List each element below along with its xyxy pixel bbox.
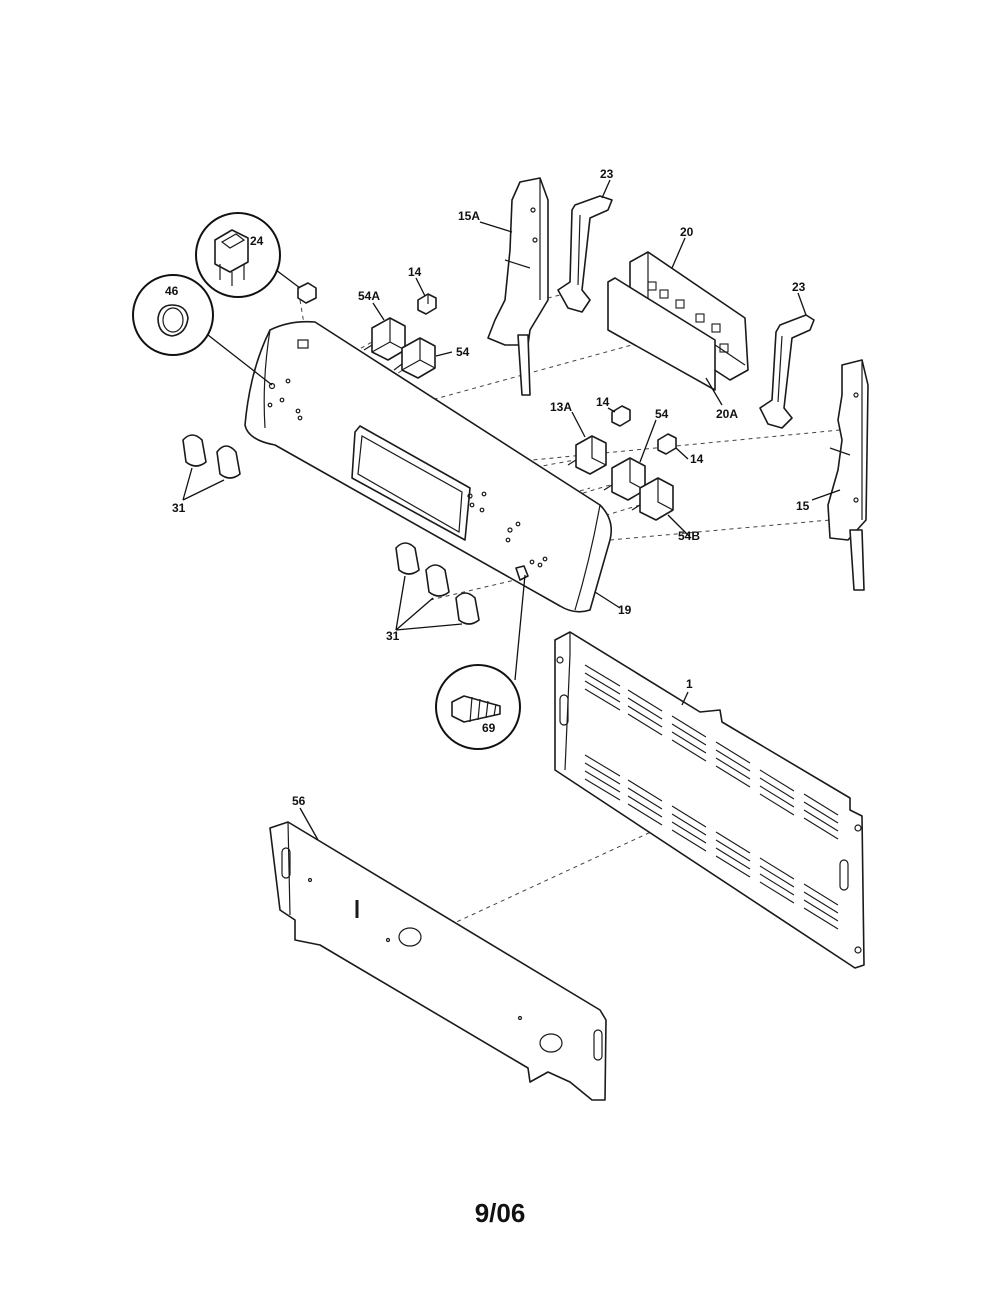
side-bracket-15a xyxy=(487,177,549,396)
label-54a: 54A xyxy=(358,289,380,303)
callout-leader-lines xyxy=(182,179,841,841)
label-20: 20 xyxy=(680,225,694,239)
label-15: 15 xyxy=(796,499,810,513)
callout-circle-24 xyxy=(195,212,301,298)
label-23-lower: 23 xyxy=(792,280,806,294)
lower-panel-56 xyxy=(269,821,607,1101)
label-20a: 20A xyxy=(716,407,738,421)
indicator-light-14-lower xyxy=(657,433,677,455)
callout-labels: 23 15A 20 24 14 23 46 54A 54 14 20A 13A … xyxy=(165,167,810,808)
knob-31-right-trio xyxy=(395,542,480,625)
label-69: 69 xyxy=(482,721,496,735)
switch-13a xyxy=(567,435,607,475)
label-31-left: 31 xyxy=(172,501,186,515)
infinite-switch-54-lower xyxy=(603,457,646,501)
knob-31-left-pair xyxy=(182,434,241,479)
infinite-switch-54-upper xyxy=(393,337,436,379)
label-19: 19 xyxy=(618,603,632,617)
label-23-upper: 23 xyxy=(600,167,614,181)
label-46: 46 xyxy=(165,284,179,298)
page-date-code: 9/06 xyxy=(474,1198,526,1228)
label-14-upper: 14 xyxy=(408,265,422,279)
label-54b: 54B xyxy=(678,529,700,543)
label-54-lower: 54 xyxy=(655,407,669,421)
label-15a: 15A xyxy=(458,209,480,223)
label-14-middle: 14 xyxy=(596,395,610,409)
indicator-light-14-middle xyxy=(611,405,631,427)
rear-panel-1 xyxy=(554,631,865,969)
label-14-lower: 14 xyxy=(690,452,704,466)
callout-circle-69 xyxy=(435,574,526,750)
hinge-strap-23-upper xyxy=(557,195,613,313)
infinite-switch-54a xyxy=(363,317,406,361)
hinge-strap-23-lower xyxy=(759,314,815,429)
label-13a: 13A xyxy=(550,400,572,414)
label-24: 24 xyxy=(250,234,264,248)
label-31-right: 31 xyxy=(386,629,400,643)
rocker-switch-24-small xyxy=(297,282,317,304)
side-bracket-15 xyxy=(827,359,869,591)
label-56: 56 xyxy=(292,794,306,808)
callout-circle-46 xyxy=(132,274,273,386)
label-54-upper: 54 xyxy=(456,345,470,359)
label-1: 1 xyxy=(686,677,693,691)
infinite-switch-54b xyxy=(631,477,674,521)
indicator-light-14-upper xyxy=(417,293,437,315)
control-panel-19 xyxy=(244,320,613,613)
overlay-20a xyxy=(607,277,716,391)
